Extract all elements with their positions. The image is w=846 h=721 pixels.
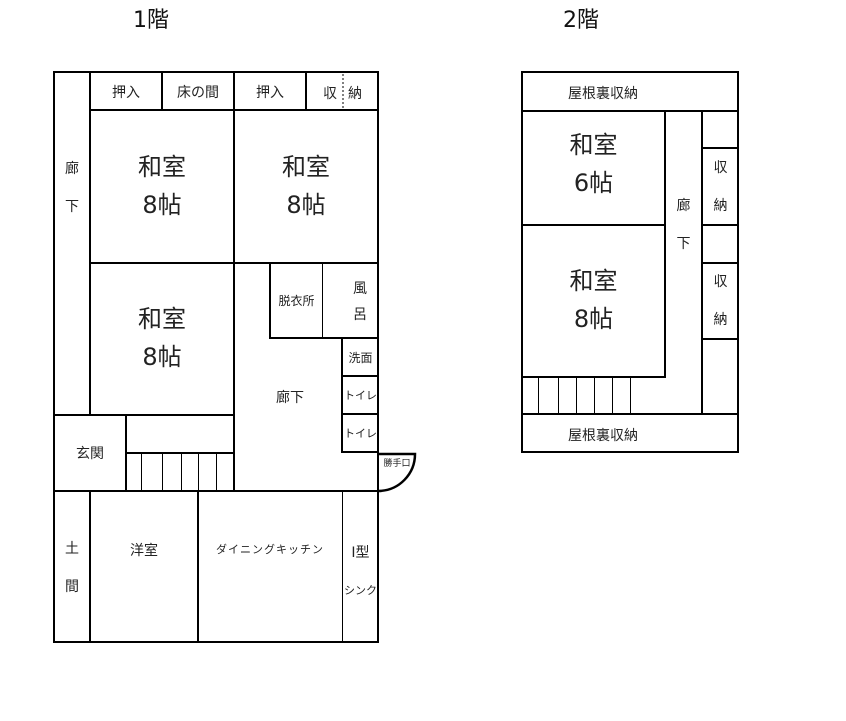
label-top: 廊 [676,198,691,214]
room-washitsu-top-left: 和室 8帖 [91,148,233,224]
room-attic-bottom: 屋根裏収納 [568,428,638,444]
floor2-title: 2階 [563,8,599,33]
wall [341,337,343,453]
label-bottom: 間 [65,579,79,595]
wall [53,414,235,416]
room-oshiire-2: 押入 [256,85,284,101]
room-rouka-left: 廊 下 [55,150,89,226]
floor1-outer-wall [53,71,379,643]
room-washitsu-8: 和室 8帖 [523,262,664,338]
room-tokonoma: 床の間 [177,85,219,101]
wall [701,338,739,340]
wall [341,413,379,415]
floor1-title: 1階 [133,8,169,33]
stair-step [612,378,613,414]
stair-step [558,378,559,414]
label-top: 収 [713,160,728,176]
room-doma: 土 間 [55,530,89,606]
room-shuno-b: 納 [348,86,362,102]
label-bottom: 呂 [353,307,367,323]
wall [305,71,307,110]
wall [89,262,379,264]
stair-step [576,378,577,414]
label-top: I型 [351,545,370,561]
wall [701,147,739,149]
wall [269,262,271,339]
wall [341,451,379,453]
wall [89,71,91,415]
stair-step [538,378,539,414]
label-bottom: 下 [676,236,691,252]
stair-step [216,453,217,491]
wall [322,263,323,338]
room-shuno-1: 収 納 [703,149,738,225]
label-top: 土 [65,541,79,557]
room-rouka-center: 廊下 [276,390,304,406]
room-datsuijo: 脱衣所 [278,294,315,308]
room-name: 和室 [138,153,186,181]
wall [701,262,739,264]
room-washitsu-bottom-left: 和室 8帖 [91,300,233,376]
room-size: 8帖 [286,191,326,219]
stairs-top [125,452,235,454]
room-furo: 風 呂 [343,276,377,328]
room-katteguchi: 勝手口 [383,459,411,469]
wall [342,491,343,642]
room-rouka-2f: 廊 下 [666,187,701,263]
stair-step [198,453,199,491]
room-attic-top: 屋根裏収納 [568,86,638,102]
room-size: 8帖 [573,305,614,333]
wall [161,71,163,110]
room-genkan: 玄関 [76,446,104,462]
label-bottom: 納 [713,312,728,328]
wall [521,376,666,378]
room-toilet-2: トイレ [344,427,377,440]
room-name: 和室 [282,153,330,181]
label-bottom: 下 [65,199,79,215]
stair-step [162,453,163,491]
wall [521,224,666,226]
wall [664,110,666,378]
wall [53,490,379,492]
room-size: 6帖 [573,169,614,197]
wall [89,490,91,642]
label-bottom: シンク [344,584,377,597]
wall [341,375,379,377]
room-youshitsu: 洋室 [130,543,158,559]
wall [197,490,199,642]
room-shuno-a: 収 [323,86,337,102]
room-dining-kitchen: ダイニングキッチン [216,543,324,556]
label-top: 廊 [65,161,79,177]
room-shuno-2: 収 納 [703,263,738,339]
room-senmen: 洗面 [348,351,373,365]
wall [269,337,379,339]
label-top: 風 [353,281,367,297]
room-name: 和室 [569,131,618,159]
wall [521,110,739,112]
wall [701,224,739,226]
room-toilet-1: トイレ [344,389,377,402]
stair-step [594,378,595,414]
stair-step [630,378,631,414]
room-sink: I型 シンク [343,534,378,610]
wall [233,71,235,491]
room-name: 和室 [569,267,618,295]
label-top: 収 [713,274,728,290]
room-size: 8帖 [142,343,182,371]
room-washitsu-6: 和室 6帖 [523,126,664,202]
room-washitsu-top-right: 和室 8帖 [235,148,377,224]
stair-step [181,453,182,491]
room-name: 和室 [138,305,186,333]
room-size: 8帖 [142,191,182,219]
stair-step [141,453,142,491]
room-oshiire-1: 押入 [112,85,140,101]
wall [521,413,739,415]
label-bottom: 納 [713,198,728,214]
